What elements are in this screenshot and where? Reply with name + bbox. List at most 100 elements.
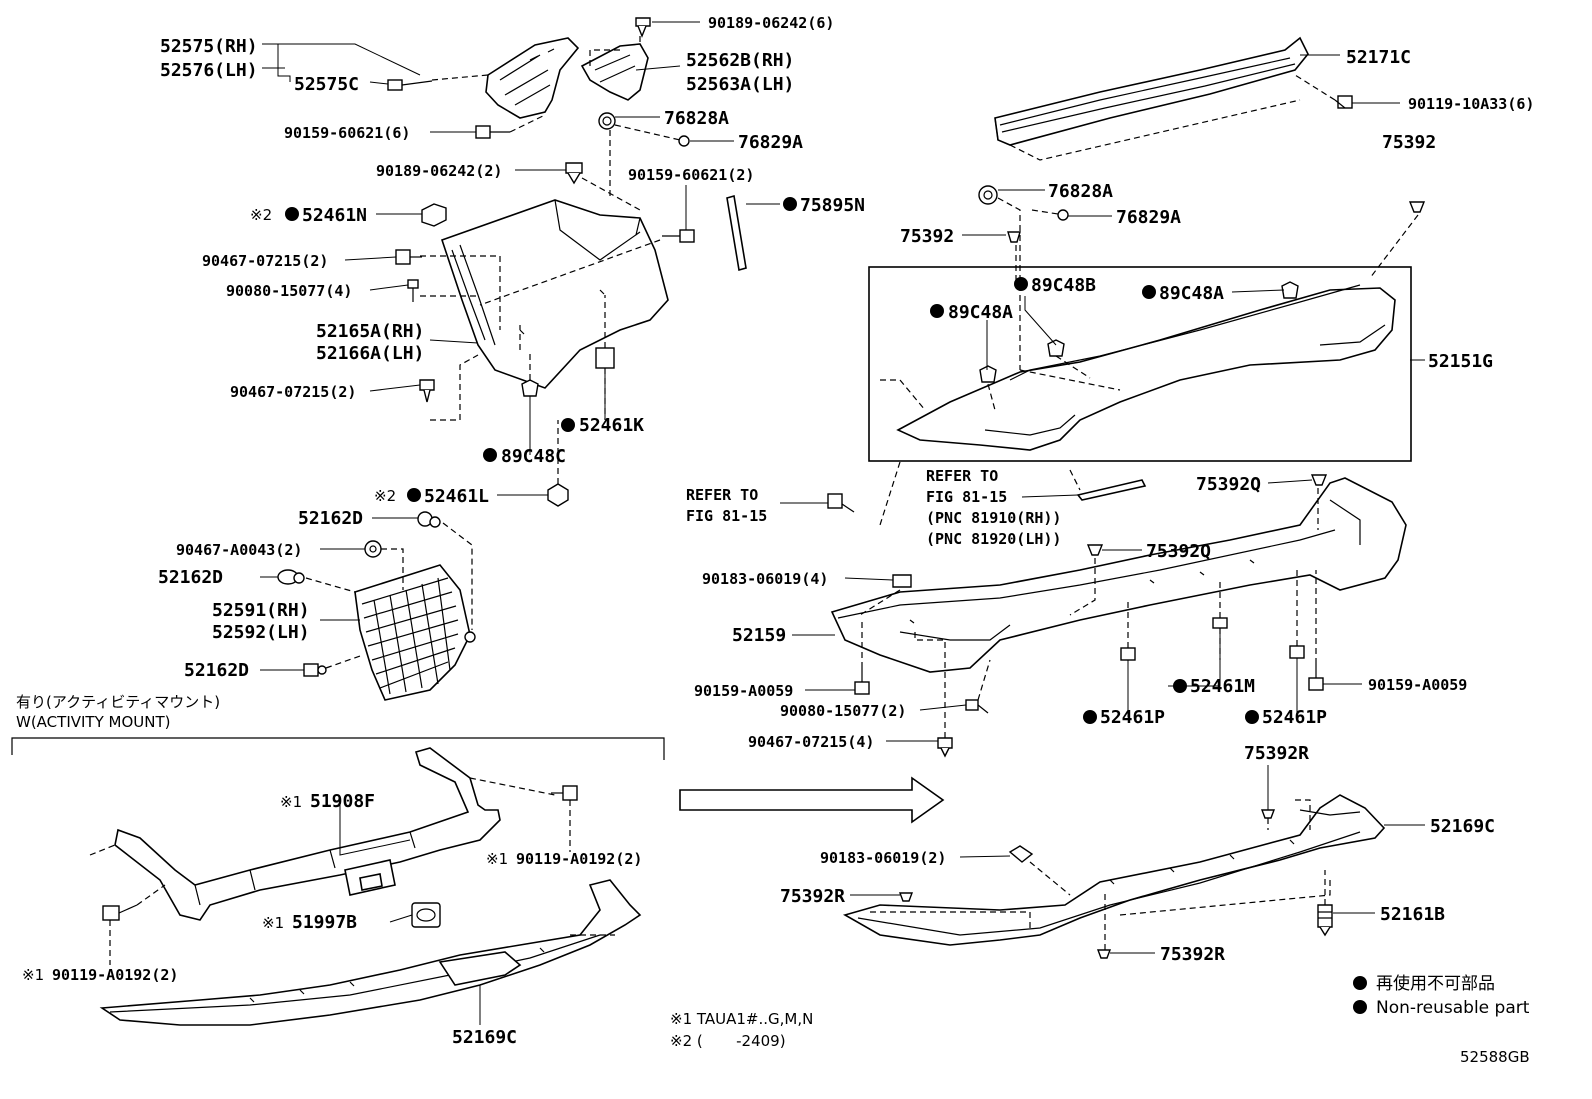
label-90189-06242-6: 90189-06242(6): [708, 14, 834, 32]
label-76829a-1: 76829A: [738, 132, 803, 153]
label-52461k: 52461K: [579, 415, 644, 436]
part-labels: 52575(RH) 52576(LH) 52575C 90189-06242(6…: [16, 14, 1534, 1066]
mark-2-52461l: ※2: [374, 487, 396, 505]
label-75392r-2: 75392R: [780, 886, 845, 907]
label-90183-06019-2: 90183-06019(2): [820, 849, 946, 867]
pad-52461l: [547, 483, 569, 507]
pad-52461n: [421, 203, 447, 227]
label-75392r-3: 75392R: [1160, 944, 1225, 965]
label-52159: 52159: [732, 625, 786, 646]
mark-1-90119-a0192-2: ※1: [22, 966, 44, 984]
note-2: ※2 ( -2409): [670, 1032, 786, 1050]
label-52461p-1: 52461P: [1100, 707, 1165, 728]
label-fig-81-15-2: FIG 81-15: [926, 488, 1007, 506]
label-pnc-81910: (PNC 81910(RH)): [926, 509, 1061, 527]
label-pnc-81920: (PNC 81920(LH)): [926, 530, 1061, 548]
bracket-52575: [485, 37, 580, 119]
label-90119-10a33: 90119-10A33(6): [1408, 95, 1534, 113]
label-89c48b: 89C48B: [1031, 275, 1096, 296]
label-89c48a-2: 89C48A: [948, 302, 1013, 323]
clip-75392r-1: [1260, 809, 1276, 819]
label-75392q-1: 75392Q: [1196, 474, 1261, 495]
cap-76829a-2: [1057, 209, 1069, 221]
label-52576: 52576(LH): [160, 60, 258, 81]
clip-52162d-3: [303, 663, 327, 677]
reinforcement-52171c: [994, 36, 1309, 146]
activity-box-bracket: [11, 737, 665, 760]
clip-75392-2: [1007, 231, 1021, 243]
label-52461m: 52461M: [1190, 676, 1255, 697]
pad-52461p-2: [1289, 645, 1305, 659]
bolt-90159-a: [475, 125, 510, 139]
label-51908f: 51908F: [310, 791, 375, 812]
label-90119-a0192-2: 90119-A0192(2): [52, 966, 178, 984]
label-90080-15077-4: 90080-15077(4): [226, 282, 352, 300]
pad-52461p-1: [1120, 647, 1136, 661]
label-52575c: 52575C: [294, 74, 359, 95]
label-76829a-2: 76829A: [1116, 207, 1181, 228]
label-52166a: 52166A(LH): [316, 343, 424, 364]
side-cover-52165a: [440, 199, 669, 389]
leader-lines: [260, 21, 1425, 1025]
box-52151g: [868, 266, 1412, 462]
label-90159-a0059-1: 90159-A0059: [694, 682, 793, 700]
label-76828a-2: 76828A: [1048, 181, 1113, 202]
label-90467-07215-a: 90467-07215(2): [202, 252, 328, 270]
label-90080-15077-2: 90080-15077(2): [780, 702, 906, 720]
hitch-51908f: [114, 747, 501, 921]
clip-90189-top: [635, 17, 651, 38]
clip-90189-b: [565, 162, 583, 185]
label-refer-to-2: REFER TO: [926, 467, 998, 485]
label-52461n: 52461N: [302, 205, 367, 226]
cap-76829a-1: [678, 135, 690, 147]
label-75392r-1: 75392R: [1244, 743, 1309, 764]
label-89c48a-1: 89C48A: [1159, 283, 1224, 304]
label-90467-07215-b: 90467-07215(2): [230, 383, 356, 401]
mark-1-90119-a0192-1: ※1: [486, 850, 508, 868]
label-90159-60621-2: 90159-60621(2): [628, 166, 754, 184]
label-52162d-3: 52162D: [184, 660, 249, 681]
clip-89c48a-1: [979, 365, 997, 383]
pad-52461k: [595, 347, 615, 369]
label-90467-07215-c: 90467-07215(4): [748, 733, 874, 751]
activity-mount-jp: 有り(アクティビティマウント): [16, 693, 220, 711]
clip-90467-b: [419, 379, 435, 403]
label-52591: 52591(RH): [212, 600, 310, 621]
non-reusable-markers: [285, 197, 1367, 1014]
clip-89c48b: [1047, 339, 1065, 357]
label-52169c-right: 52169C: [1430, 816, 1495, 837]
screw-90159-a0059-2: [1308, 664, 1324, 691]
label-75392q-2: 75392Q: [1146, 541, 1211, 562]
arrow-icon: [679, 776, 945, 824]
bolt-90119-10a33: [1334, 95, 1353, 109]
label-90467-a0043: 90467-A0043(2): [176, 541, 302, 559]
clip-75392r-3: [1096, 949, 1112, 959]
clip-75392q-1: [1310, 474, 1328, 486]
screw-90080-b: [965, 699, 989, 714]
screw-refer-1: [827, 493, 855, 513]
screw-90159-a0059-1: [854, 668, 870, 695]
clip-52162d-2: [277, 569, 305, 585]
mudguard-52591: [354, 564, 476, 701]
bolt-90119-a0192-2: [102, 904, 138, 921]
label-refer-to-1: REFER TO: [686, 486, 758, 504]
legend-en: Non-reusable part: [1376, 998, 1530, 1018]
label-52161b: 52161B: [1380, 904, 1445, 925]
diagram-id: 52588GB: [1460, 1048, 1530, 1066]
clip-52161b: [1317, 904, 1333, 937]
bolt-90159-b: [662, 229, 695, 243]
mark-1-51997b: ※1: [262, 914, 284, 932]
label-90159-60621-6: 90159-60621(6): [284, 124, 410, 142]
label-52592: 52592(LH): [212, 622, 310, 643]
mark-2-52461n: ※2: [250, 206, 272, 224]
screw-90080-a: [407, 279, 419, 302]
clip-90467-a0043: [364, 540, 382, 558]
note-1: ※1 TAUA1#..G,M,N: [670, 1010, 813, 1028]
activity-mount-en: W(ACTIVITY MOUNT): [16, 713, 170, 731]
label-52461l: 52461L: [424, 486, 489, 507]
bolt-90119-a0192-1: [551, 785, 578, 801]
clip-52162d-1: [417, 511, 441, 528]
undercover-52169c-left: [99, 879, 642, 1026]
grommet-76828a-2: [978, 185, 998, 205]
